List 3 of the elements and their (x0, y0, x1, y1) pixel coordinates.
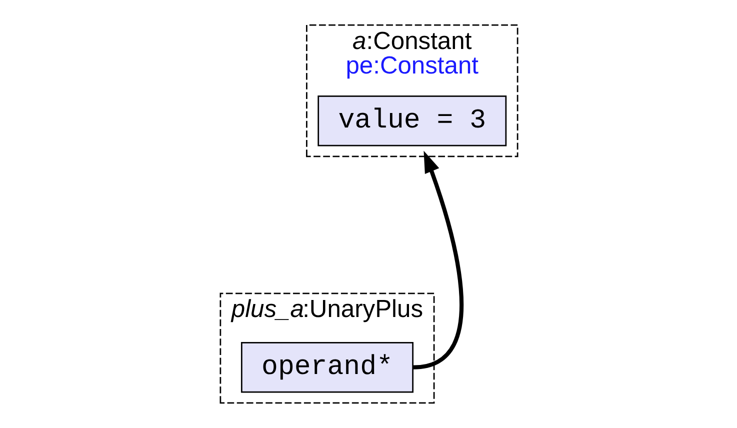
node-box: value = 3 (317, 96, 506, 146)
arrow (412, 150, 463, 370)
node-box: operand* (240, 342, 413, 393)
